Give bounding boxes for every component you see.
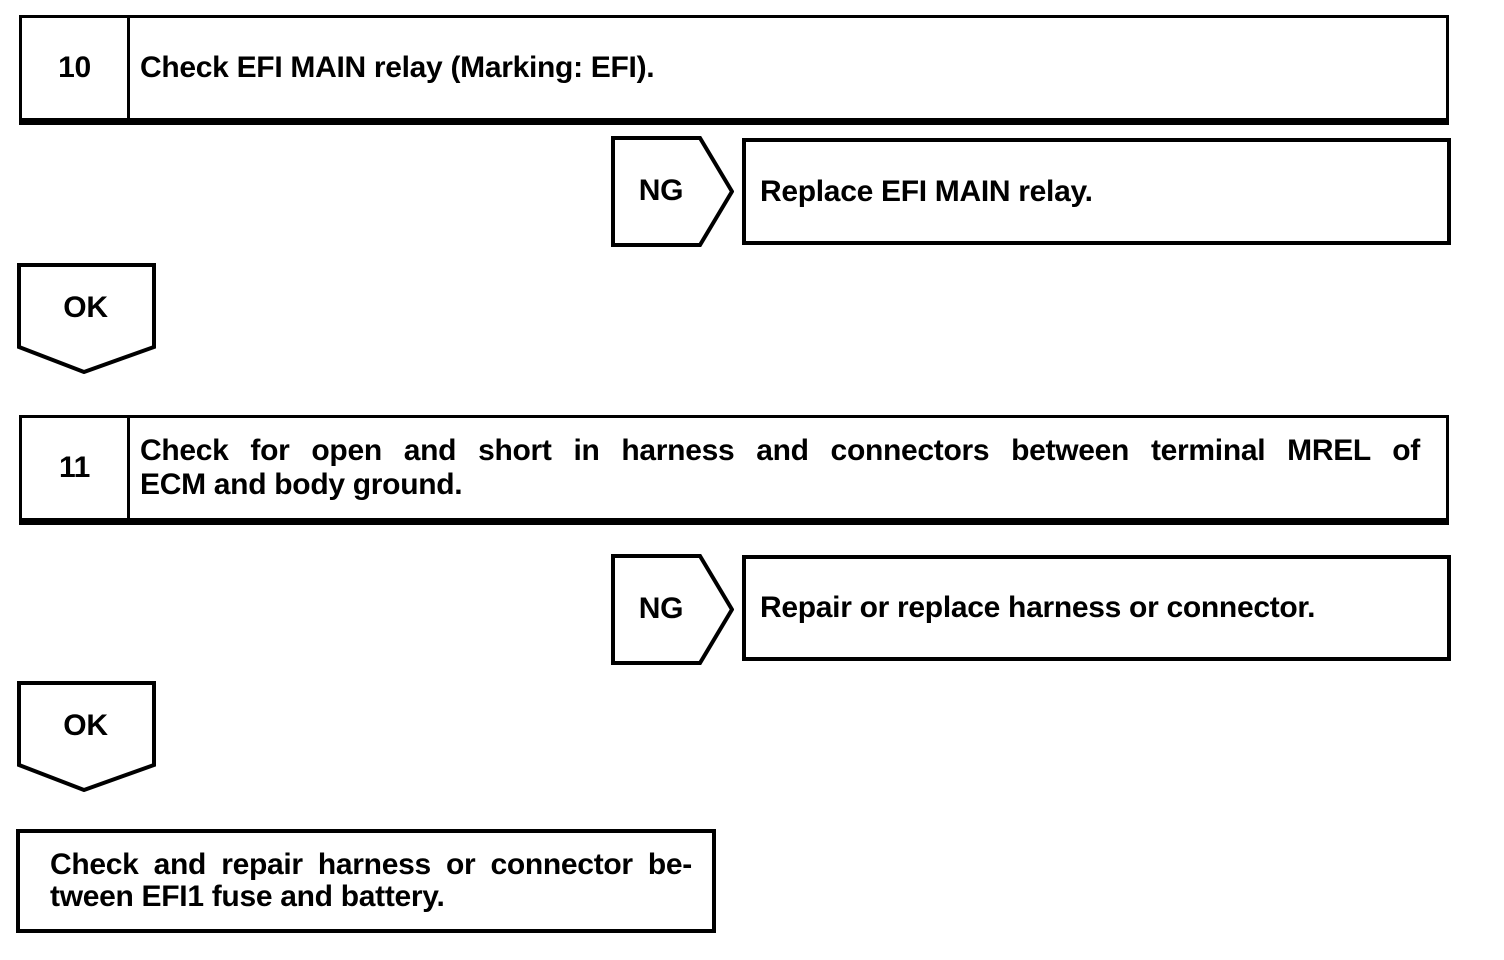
step-11-instruction: Check for open and short in harness and … [130, 418, 1446, 518]
ng-action-2-box: Repair or replace harness or connector. [742, 555, 1451, 661]
ok-arrow-shape [17, 263, 156, 374]
ok-connector-1-label: OK [63, 291, 108, 324]
ok-connector-2-label: OK [63, 709, 108, 742]
step-10-number: 10 [22, 18, 130, 118]
ng-arrow-shape [611, 136, 734, 247]
final-action-line-1: Check and repair harness or connector be… [50, 848, 692, 881]
step-11-number: 11 [22, 418, 130, 518]
step-11-instruction-line-2: ECM and body ground. [140, 468, 463, 501]
step-11-instruction-line-1: Check for open and short in harness and … [140, 434, 1420, 467]
step-10-instruction-line: Check EFI MAIN relay (Marking: EFI). [140, 51, 655, 84]
ok-connector-1: OK [17, 263, 156, 374]
ng-connector-1-label: NG [638, 174, 684, 207]
step-10-instruction: Check EFI MAIN relay (Marking: EFI). [130, 18, 1446, 118]
ng-arrow-shape [611, 554, 734, 665]
ng-action-1-box: Replace EFI MAIN relay. [742, 138, 1451, 245]
final-action-line-2: tween EFI1 fuse and battery. [50, 880, 445, 913]
ok-connector-2: OK [17, 681, 156, 792]
step-10-box: 10 Check EFI MAIN relay (Marking: EFI). [19, 15, 1449, 125]
ng-connector-2: NG [611, 554, 734, 665]
final-action-box: Check and repair harness or connector be… [16, 829, 716, 933]
ok-arrow-shape [17, 681, 156, 792]
step-11-box: 11 Check for open and short in harness a… [19, 415, 1449, 525]
ng-action-1-text: Replace EFI MAIN relay. [760, 174, 1093, 208]
ng-connector-2-label: NG [638, 592, 684, 625]
ng-connector-1: NG [611, 136, 734, 247]
ng-action-2-text: Repair or replace harness or connector. [760, 591, 1316, 624]
